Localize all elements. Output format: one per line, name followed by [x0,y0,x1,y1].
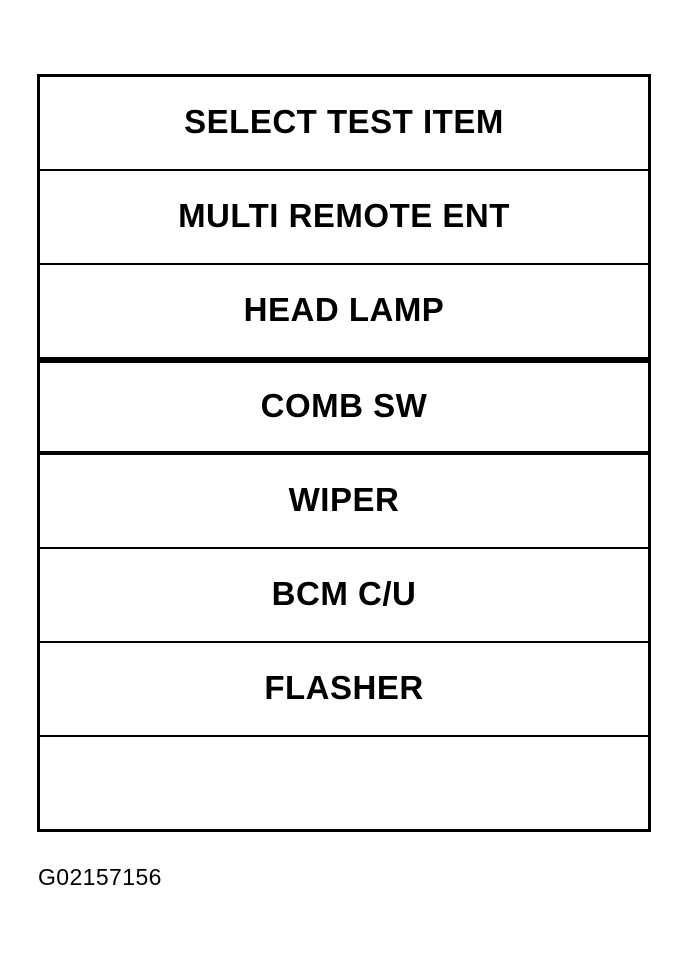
menu-row-head-lamp[interactable]: HEAD LAMP [40,265,648,359]
menu-row-wiper[interactable]: WIPER [40,455,648,549]
menu-row-blank [40,737,648,829]
menu-row-label: BCM C/U [271,574,417,612]
menu-row-multi-remote-ent[interactable]: MULTI REMOTE ENT [40,171,648,265]
menu-row-label: MULTI REMOTE ENT [178,196,510,234]
menu-row-label: COMB SW [260,386,428,424]
menu-row-select-test-item[interactable]: SELECT TEST ITEM [40,77,648,171]
menu-row-label: SELECT TEST ITEM [184,102,504,140]
menu-row-label: FLASHER [264,668,424,706]
menu-row-comb-sw[interactable]: COMB SW [40,359,648,455]
select-test-item-menu: SELECT TEST ITEM MULTI REMOTE ENT HEAD LAM… [37,74,651,832]
menu-row-label: WIPER [288,480,400,518]
figure-caption: G02157156 [38,864,162,890]
menu-row-flasher[interactable]: FLASHER [40,643,648,737]
menu-row-bcm-c-u[interactable]: BCM C/U [40,549,648,643]
menu-row-label: HEAD LAMP [243,290,445,328]
